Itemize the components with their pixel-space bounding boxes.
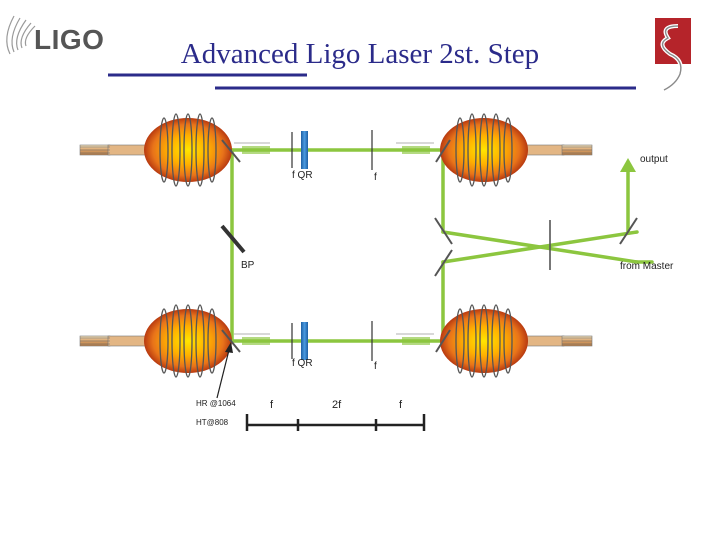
bp-label: BP	[241, 260, 255, 271]
top-f-label: f	[374, 172, 377, 183]
ligo-logo	[6, 15, 36, 55]
scale-f-left-label: f	[270, 399, 274, 411]
title-underline	[108, 73, 636, 90]
top-optics	[291, 130, 373, 170]
fold-mirror-lower	[434, 249, 453, 277]
hr-label: HR @1064	[196, 399, 236, 408]
scale-f-right-label: f	[399, 399, 403, 411]
top-f-qr-label: f QR	[292, 170, 313, 181]
top-laser-head	[79, 113, 593, 187]
mirror-bottom-left	[221, 329, 241, 353]
ht-label: HT@808	[196, 418, 229, 427]
qr-rotator-top	[301, 131, 308, 169]
institution-seal-icon	[655, 18, 691, 92]
output-mirror	[619, 217, 638, 245]
from-master-label: from Master	[620, 261, 674, 272]
bottom-optics	[291, 321, 373, 361]
fold-mirror-upper	[434, 217, 453, 245]
mirror-top-right	[435, 139, 451, 163]
mirror-bottom-right	[435, 329, 451, 353]
page-title: Advanced Ligo Laser 2st. Step	[180, 38, 540, 70]
ligo-swirl-icon	[6, 15, 36, 55]
ligo-logo-text: LIGO	[34, 24, 105, 55]
bottom-f-label: f	[374, 361, 377, 372]
output-arrow-icon	[620, 158, 636, 172]
dichroic-mirrors	[221, 139, 638, 353]
qr-rotator-bottom	[301, 322, 308, 360]
scale-2f-label: 2f	[332, 399, 342, 411]
hr-pointer-arrow	[216, 342, 233, 399]
bottom-laser-head	[79, 304, 593, 378]
mirror-top-left	[221, 139, 241, 163]
scale-bar	[245, 414, 426, 431]
bottom-f-qr-label: f QR	[292, 358, 313, 369]
output-label: output	[640, 154, 668, 165]
bp-plate	[220, 224, 246, 254]
